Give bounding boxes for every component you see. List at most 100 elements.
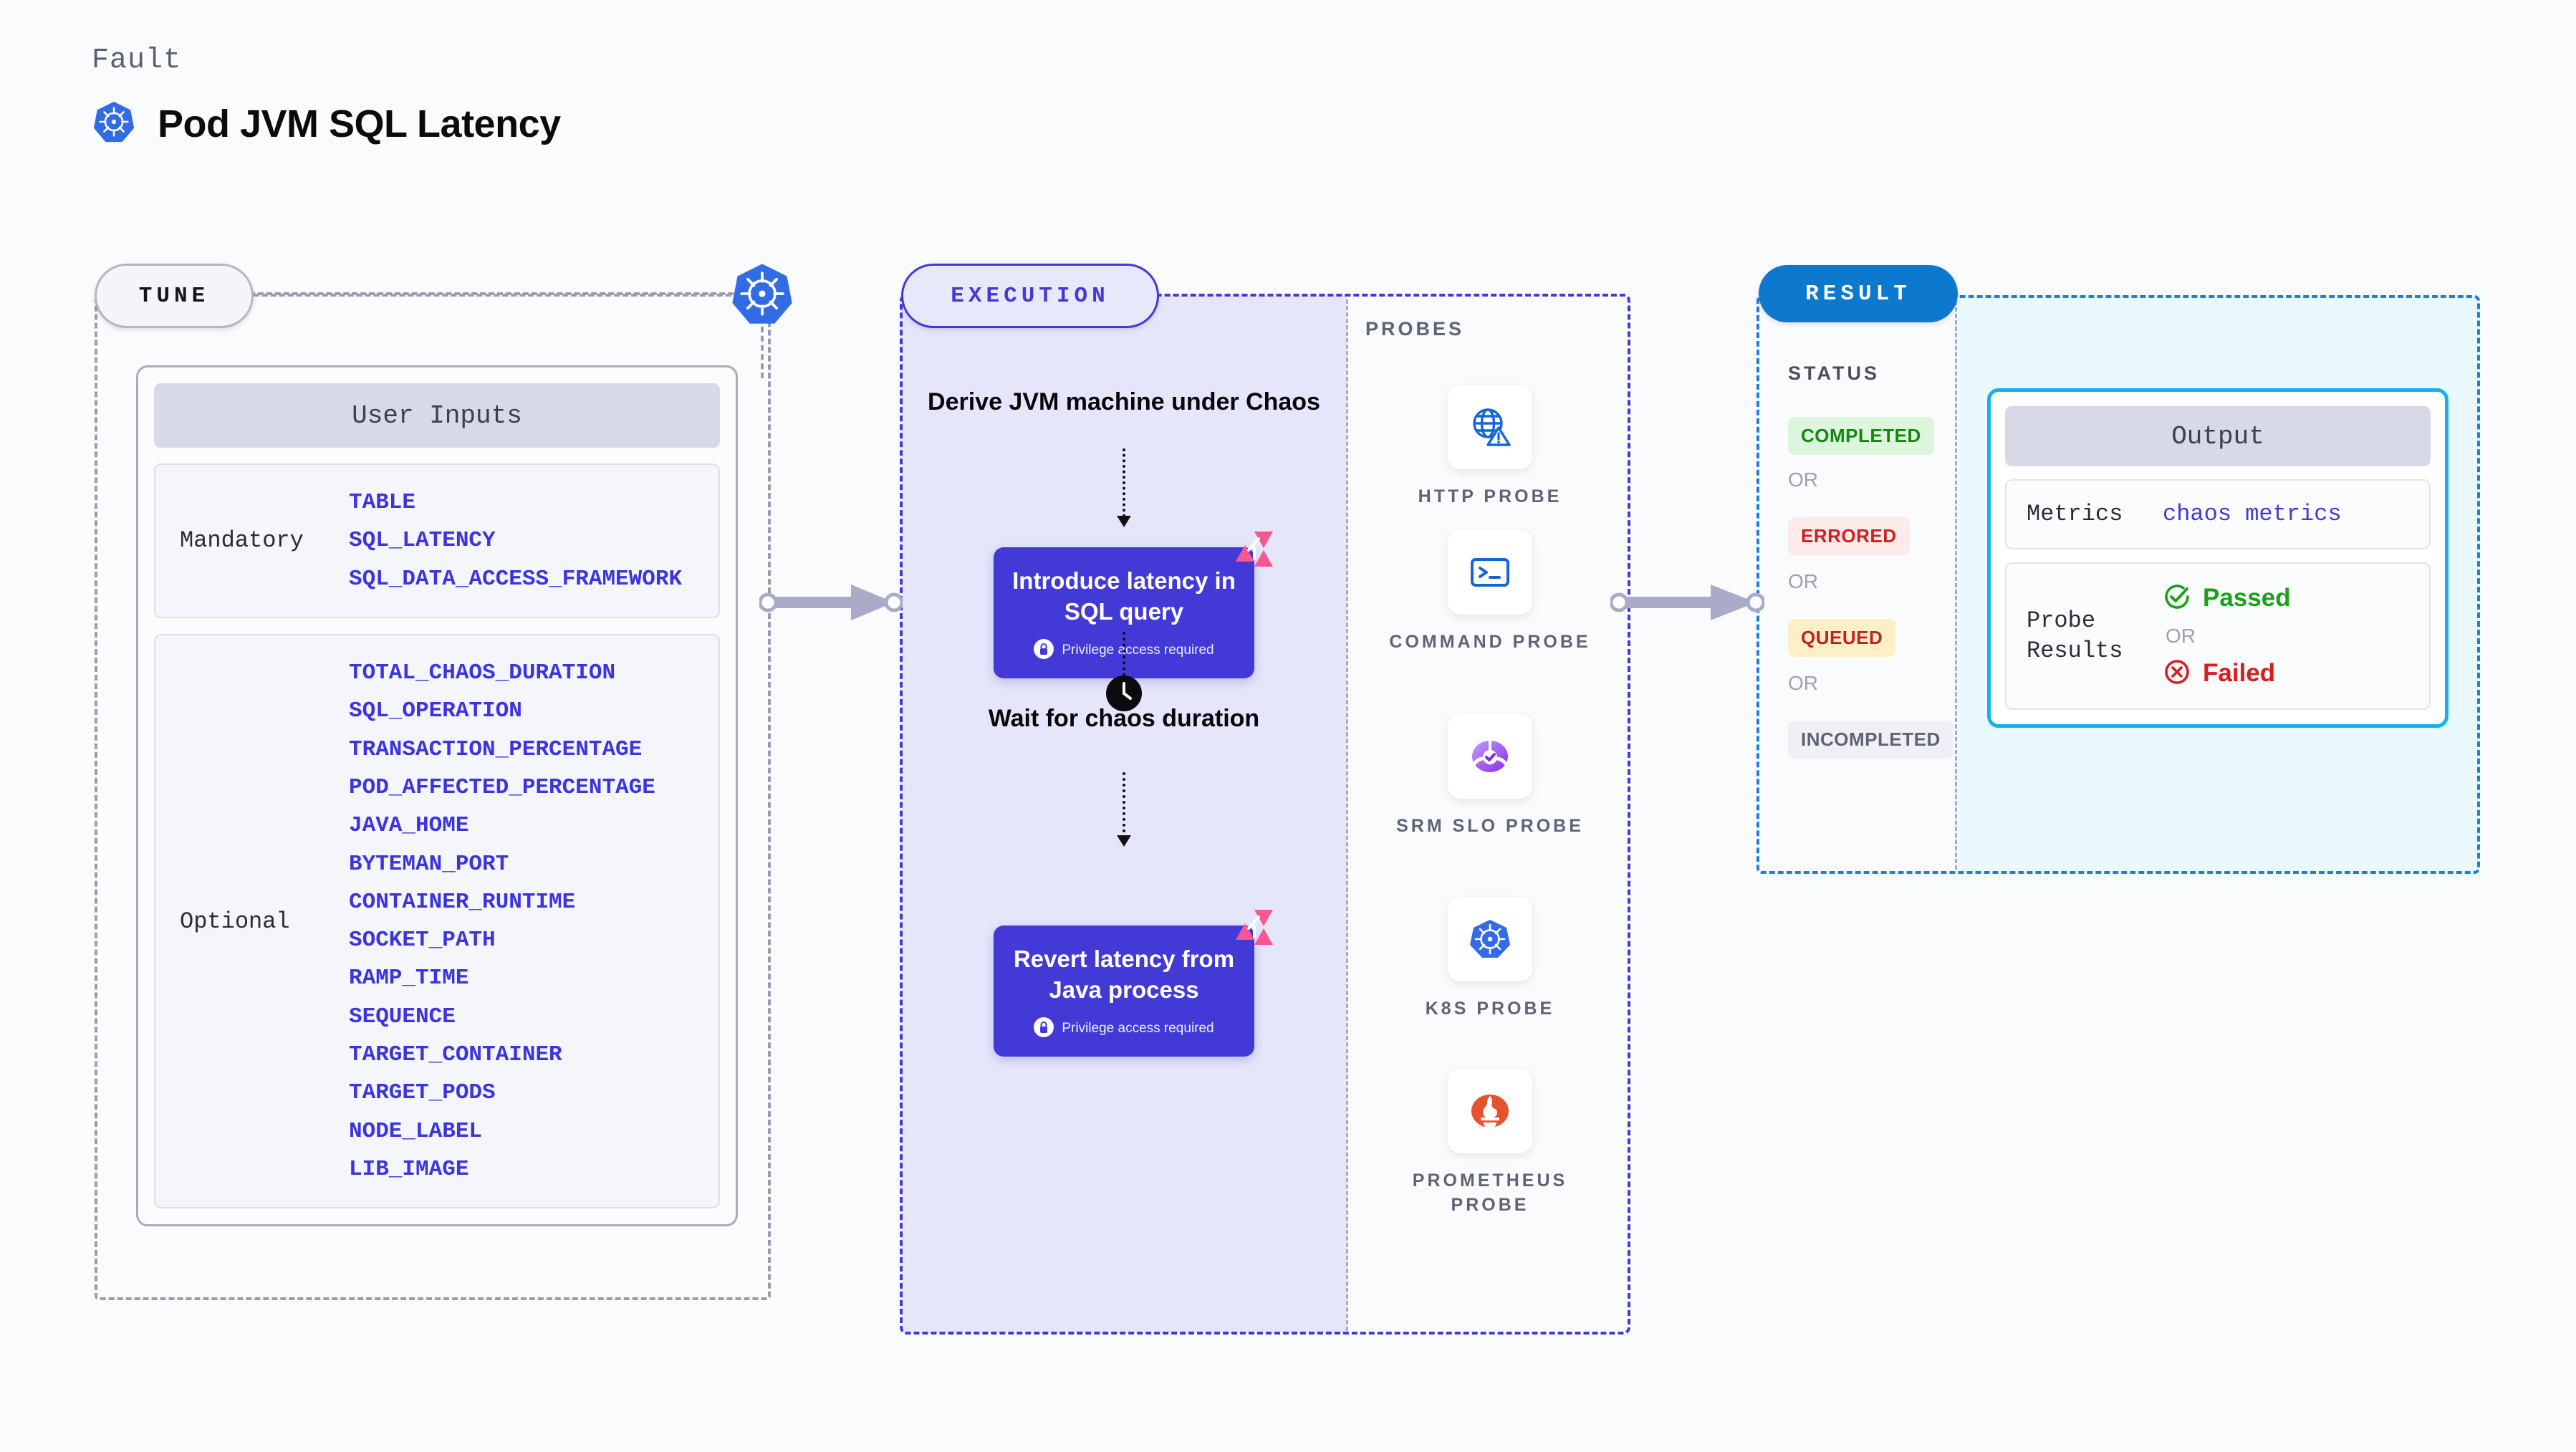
connector-arrow	[1123, 448, 1125, 517]
harness-chaos-icon	[1233, 529, 1274, 570]
group-label-optional: Optional	[180, 908, 290, 935]
probe-item[interactable]: HTTP PROBE	[1372, 385, 1608, 509]
probe-result-failed: Failed	[2163, 658, 2291, 690]
or-label: OR	[2166, 624, 2196, 647]
optional-group: Optional TOTAL_CHAOS_DURATION SQL_OPERAT…	[154, 633, 720, 1209]
arrowhead	[1117, 516, 1131, 527]
param-item[interactable]: SQL_DATA_ACCESS_FRAMEWORK	[349, 566, 683, 592]
mandatory-group: Mandatory TABLE SQL_LATENCY SQL_DATA_ACC…	[154, 463, 720, 618]
status-column: STATUS COMPLETED OR ERRORED OR QUEUED OR…	[1759, 297, 1954, 870]
flow-arrow-tune-to-execution	[758, 577, 904, 631]
terminal-icon	[1448, 530, 1532, 615]
execution-step-box[interactable]: Revert latency from Java process Privile…	[994, 910, 1273, 1057]
probes-separator	[1346, 299, 1348, 1331]
optional-param-list: TOTAL_CHAOS_DURATION SQL_OPERATION TRANS…	[349, 654, 655, 1188]
or-label: OR	[1788, 468, 1818, 491]
lock-icon	[1034, 1016, 1054, 1041]
execution-column: Derive JVM machine under Chaos Introduce…	[901, 295, 1347, 1333]
user-inputs-card: User Inputs Mandatory TABLE SQL_LATENCY …	[136, 365, 738, 1227]
execution-step-derive: Derive JVM machine under Chaos	[928, 388, 1320, 415]
title-row: Pod JVM SQL Latency	[92, 100, 561, 148]
probe-result-passed: Passed	[2163, 582, 2291, 615]
clock-icon	[1105, 675, 1143, 712]
execution-box-title: Introduce latency in SQL query	[1012, 567, 1236, 625]
connector-arrow	[1123, 632, 1125, 676]
probe-label: COMMAND PROBE	[1389, 632, 1591, 652]
globe-warning-icon	[1448, 385, 1532, 469]
prometheus-icon	[1448, 1069, 1532, 1153]
metrics-label: Metrics	[2027, 501, 2123, 527]
probe-results-row: Probe Results Passed OR	[2005, 562, 2431, 710]
kubernetes-icon	[729, 261, 795, 327]
probe-label: SRM SLO PROBE	[1396, 816, 1584, 836]
execution-step-wait: Wait for chaos duration	[988, 705, 1260, 732]
status-badge: COMPLETED	[1788, 417, 1934, 455]
param-item[interactable]: SQL_OPERATION	[349, 698, 522, 724]
param-item[interactable]: CONTAINER_RUNTIME	[349, 889, 576, 915]
status-separator	[1955, 301, 1957, 870]
param-item[interactable]: SOCKET_PATH	[349, 928, 496, 953]
probes-section-label: PROBES	[1365, 318, 1465, 340]
kubernetes-icon	[1448, 897, 1532, 981]
output-title: Output	[2005, 406, 2431, 466]
execution-region	[900, 294, 1630, 1335]
probe-results-values: Passed OR Failed	[2163, 582, 2291, 690]
connector-arrow	[1123, 772, 1125, 838]
fault-kicker: Fault	[92, 44, 182, 77]
param-item[interactable]: TARGET_PODS	[349, 1080, 496, 1106]
or-label: OR	[1788, 570, 1818, 592]
status-badge: INCOMPLETED	[1788, 721, 1953, 759]
lock-icon	[1034, 638, 1054, 663]
harness-chaos-icon	[1233, 907, 1274, 948]
param-item[interactable]: LIB_IMAGE	[349, 1157, 469, 1182]
probes-column: PROBES HTTP PROBE	[1350, 295, 1630, 1333]
probe-item[interactable]: K8S PROBE	[1372, 897, 1608, 1021]
tune-connector-line	[249, 292, 751, 295]
user-inputs-title: User Inputs	[154, 383, 720, 448]
result-region	[1756, 295, 2480, 874]
metrics-value[interactable]: chaos metrics	[2163, 501, 2342, 528]
privilege-text: Privilege access required	[1062, 643, 1214, 658]
probe-item[interactable]: PROMETHEUS PROBE	[1372, 1069, 1608, 1218]
param-item[interactable]: SQL_LATENCY	[349, 528, 496, 554]
check-circle-icon	[2163, 582, 2191, 615]
arrowhead	[1117, 835, 1131, 847]
param-item[interactable]: BYTEMAN_PORT	[349, 851, 509, 877]
tune-badge-drop-line	[761, 327, 764, 378]
metrics-row: Metrics chaos metrics	[2005, 479, 2431, 549]
x-circle-icon	[2163, 658, 2191, 690]
mandatory-param-list: TABLE SQL_LATENCY SQL_DATA_ACCESS_FRAMEW…	[349, 484, 682, 598]
kubernetes-icon	[92, 100, 136, 148]
execution-pill[interactable]: EXECUTION	[901, 264, 1159, 328]
page-header: Fault Pod JVM SQL Latency	[92, 44, 561, 148]
status-badge: QUEUED	[1788, 619, 1896, 657]
output-card: Output Metrics chaos metrics Probe Resul…	[1987, 388, 2448, 728]
result-pill[interactable]: RESULT	[1759, 265, 1958, 322]
param-item[interactable]: RAMP_TIME	[349, 966, 469, 991]
group-label-mandatory: Mandatory	[180, 527, 304, 554]
privilege-row: Privilege access required	[1006, 638, 1241, 663]
param-item[interactable]: POD_AFFECTED_PERCENTAGE	[349, 774, 655, 800]
param-item[interactable]: SEQUENCE	[349, 1004, 456, 1029]
status-section-label: STATUS	[1788, 362, 1880, 384]
param-item[interactable]: JAVA_HOME	[349, 813, 469, 839]
failed-label: Failed	[2203, 659, 2276, 688]
probe-results-label: Probe Results	[2027, 607, 2123, 664]
probe-label: PROMETHEUS PROBE	[1412, 1170, 1568, 1215]
param-item[interactable]: TABLE	[349, 490, 416, 515]
param-item[interactable]: TRANSACTION_PERCENTAGE	[349, 736, 643, 762]
privilege-text: Privilege access required	[1062, 1021, 1214, 1037]
param-item[interactable]: TOTAL_CHAOS_DURATION	[349, 660, 616, 686]
passed-label: Passed	[2203, 584, 2291, 612]
probe-item[interactable]: COMMAND PROBE	[1372, 530, 1608, 655]
param-item[interactable]: NODE_LABEL	[349, 1118, 483, 1144]
status-badge: ERRORED	[1788, 517, 1910, 555]
tune-pill[interactable]: TUNE	[95, 264, 254, 328]
probe-label: K8S PROBE	[1425, 999, 1555, 1019]
execution-box-title: Revert latency from Java process	[1013, 946, 1235, 1003]
param-item[interactable]: TARGET_CONTAINER	[349, 1042, 562, 1068]
flow-arrow-execution-to-result	[1609, 577, 1766, 631]
or-label: OR	[1788, 672, 1818, 694]
probe-item[interactable]: SRM SLO PROBE	[1372, 714, 1608, 839]
srm-slo-icon	[1448, 714, 1532, 799]
